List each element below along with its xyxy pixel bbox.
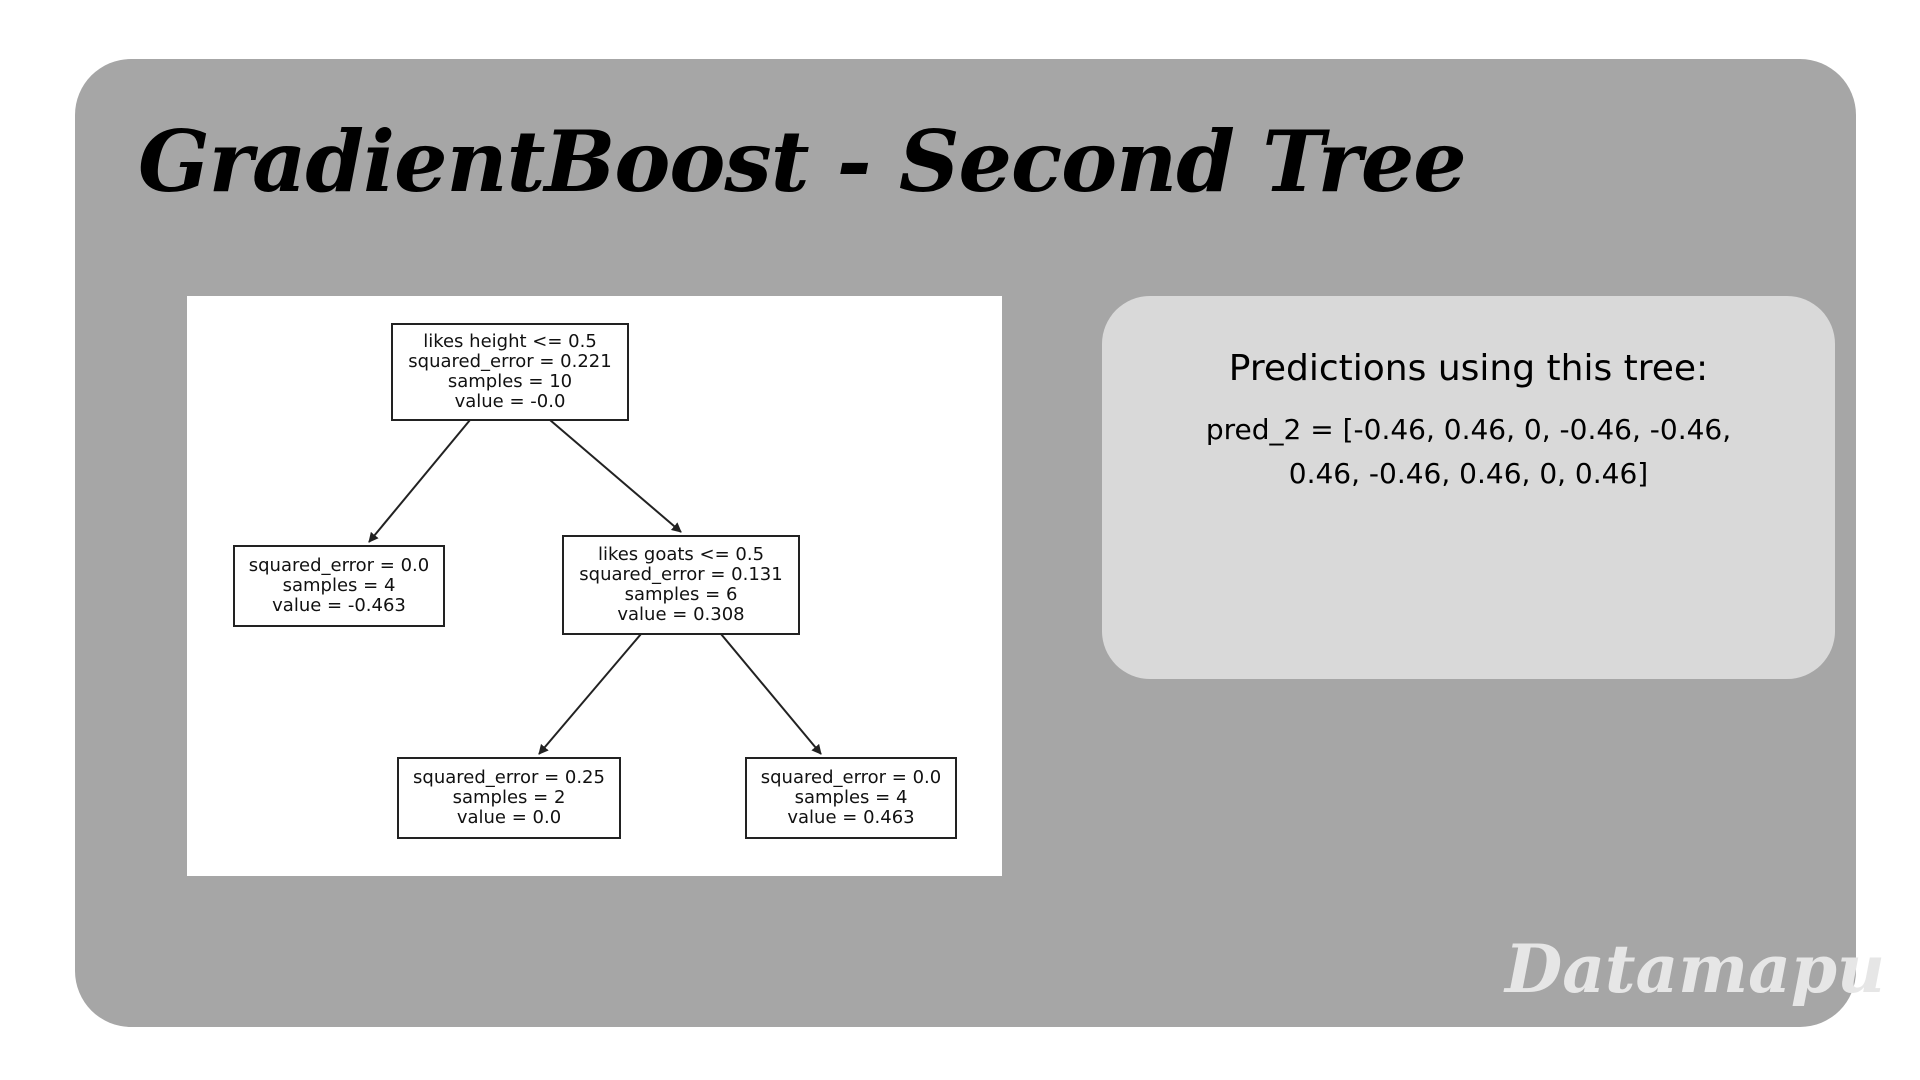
tree-node-line: samples = 6 bbox=[625, 584, 738, 605]
tree-node-line: squared_error = 0.0 bbox=[249, 555, 429, 576]
tree-edge-root-to-right-split bbox=[549, 419, 682, 533]
tree-node-box bbox=[745, 757, 957, 839]
tree-node-line: likes goats <= 0.5 bbox=[598, 544, 764, 565]
tree-node-line: squared_error = 0.221 bbox=[408, 351, 611, 372]
tree-edge-root-to-left-leaf bbox=[368, 419, 471, 543]
tree-node-line: squared_error = 0.0 bbox=[761, 767, 941, 788]
tree-node-line: squared_error = 0.131 bbox=[579, 564, 782, 585]
tree-node-line: samples = 2 bbox=[453, 787, 566, 808]
tree-node-box bbox=[562, 535, 800, 635]
tree-node-line: likes height <= 0.5 bbox=[423, 331, 597, 352]
tree-node-line: value = -0.463 bbox=[272, 595, 406, 616]
slide-title: GradientBoost - Second Tree bbox=[138, 112, 1467, 211]
tree-node-line: value = 0.308 bbox=[617, 604, 744, 625]
predictions-values: pred_2 = [-0.46, 0.46, 0, -0.46, -0.46, … bbox=[1162, 408, 1775, 496]
tree-node-line: samples = 4 bbox=[795, 787, 908, 808]
tree-edge-right-split-to-right-right-leaf bbox=[720, 633, 822, 755]
tree-node-line: value = 0.0 bbox=[457, 807, 561, 828]
brand-watermark: Datamapu bbox=[1505, 930, 1885, 1008]
tree-node-line: samples = 10 bbox=[448, 371, 572, 392]
tree-node-box bbox=[397, 757, 621, 839]
tree-edge-right-split-to-right-left-leaf bbox=[538, 633, 642, 755]
predictions-heading: Predictions using this tree: bbox=[1228, 348, 1709, 389]
tree-node-line: value = 0.463 bbox=[787, 807, 914, 828]
tree-node-line: samples = 4 bbox=[283, 575, 396, 596]
tree-node-box bbox=[391, 323, 629, 421]
predictions-panel: Predictions using this tree: pred_2 = [-… bbox=[1102, 296, 1835, 679]
predictions-line-1: pred_2 = [-0.46, 0.46, 0, -0.46, -0.46, bbox=[1205, 413, 1732, 446]
tree-node-box bbox=[233, 545, 445, 627]
tree-node-line: squared_error = 0.25 bbox=[413, 767, 605, 788]
predictions-line-2: 0.46, -0.46, 0.46, 0, 0.46] bbox=[1288, 457, 1649, 490]
tree-node-line: value = -0.0 bbox=[455, 391, 566, 412]
